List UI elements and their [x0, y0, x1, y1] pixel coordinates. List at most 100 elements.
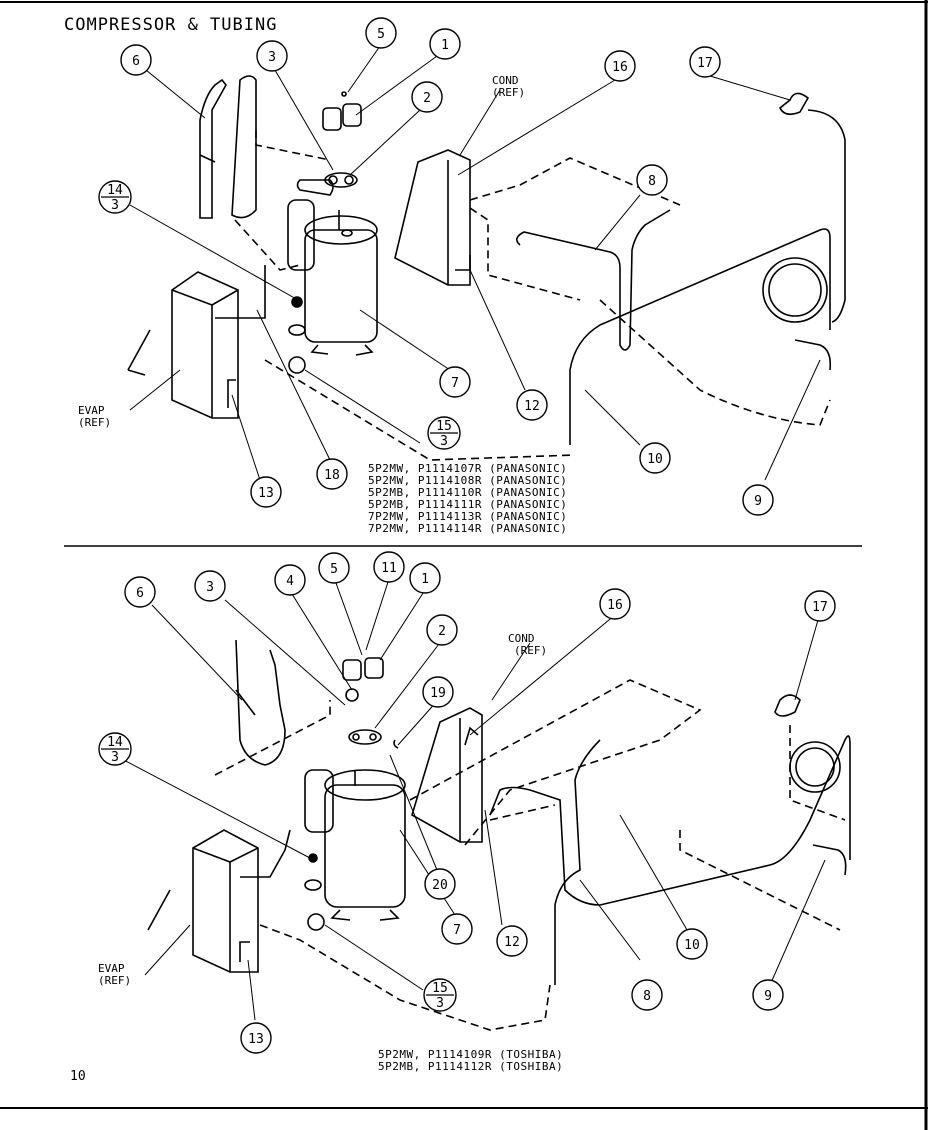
bottom-cond-label-line1: COND	[508, 632, 535, 645]
svg-text:9: 9	[754, 494, 762, 509]
top-callout-3: 3	[256, 40, 288, 72]
svg-text:1: 1	[441, 38, 449, 53]
svg-text:3: 3	[436, 996, 444, 1011]
top-callout-12: 12	[516, 389, 548, 421]
svg-text:14: 14	[107, 183, 123, 198]
svg-text:15: 15	[432, 981, 448, 996]
top-callout-14-over-3: 14 3	[98, 180, 132, 214]
top-evap-label-line1: EVAP	[78, 404, 105, 417]
svg-text:16: 16	[607, 598, 623, 613]
svg-text:6: 6	[132, 54, 140, 69]
top-callout-2: 2	[411, 81, 443, 113]
svg-text:3: 3	[268, 50, 276, 65]
top-model-line: 5P2MB, P1114111R (PANASONIC)	[368, 498, 567, 511]
bottom-evap-label-line1: EVAP	[98, 962, 125, 975]
bottom-callout-2: 2	[426, 614, 458, 646]
top-callout-8: 8	[636, 164, 668, 196]
top-callout-16: 16	[604, 50, 636, 82]
top-callout-1: 1	[429, 28, 461, 60]
svg-text:1: 1	[421, 572, 429, 587]
svg-text:12: 12	[504, 935, 520, 950]
compressor-body	[324, 784, 406, 908]
svg-text:3: 3	[111, 750, 119, 765]
bottom-evap-label-line2: (REF)	[98, 974, 131, 987]
svg-text:15: 15	[436, 419, 452, 434]
top-cond-label-line1: COND	[492, 74, 519, 87]
svg-text:18: 18	[324, 468, 340, 483]
top-callout-13: 13	[250, 476, 282, 508]
top-model-line: 5P2MB, P1114110R (PANASONIC)	[368, 486, 567, 499]
svg-text:6: 6	[136, 586, 144, 601]
top-evap-label-line2: (REF)	[78, 416, 111, 429]
bottom-callout-12: 12	[496, 925, 528, 957]
top-exploded-diagram	[127, 45, 846, 481]
bottom-callout-13: 13	[240, 1022, 272, 1054]
bottom-callout-5: 5	[318, 552, 350, 584]
page-number: 10	[70, 1069, 86, 1084]
svg-text:16: 16	[612, 60, 628, 75]
svg-text:19: 19	[430, 686, 446, 701]
bottom-model-line: 5P2MB, P1114112R (TOSHIBA)	[378, 1060, 563, 1073]
bottom-callout-3: 3	[194, 570, 226, 602]
svg-text:11: 11	[381, 561, 397, 576]
bottom-callout-17: 17	[804, 590, 836, 622]
bottom-model-list: 5P2MW, P1114109R (TOSHIBA) 5P2MB, P11141…	[378, 1048, 563, 1073]
bottom-callout-19: 19	[422, 676, 454, 708]
bottom-callout-20: 20	[424, 868, 456, 900]
svg-text:17: 17	[812, 600, 828, 615]
svg-text:14: 14	[107, 735, 123, 750]
top-callout-6: 6	[120, 44, 152, 76]
svg-text:10: 10	[647, 452, 663, 467]
svg-text:3: 3	[111, 198, 119, 213]
top-callout-18: 18	[316, 458, 348, 490]
bottom-callout-14-over-3: 14 3	[98, 732, 132, 766]
bottom-callout-8: 8	[631, 979, 663, 1011]
top-model-line: 5P2MW, P1114108R (PANASONIC)	[368, 474, 567, 487]
top-callout-10: 10	[639, 442, 671, 474]
bottom-callout-4: 4	[274, 564, 306, 596]
svg-text:10: 10	[684, 938, 700, 953]
bottom-callout-9: 9	[752, 979, 784, 1011]
svg-text:2: 2	[423, 91, 431, 106]
top-callout-17: 17	[689, 46, 721, 78]
svg-text:17: 17	[697, 56, 713, 71]
bottom-callout-1: 1	[409, 562, 441, 594]
top-callout-7: 7	[439, 366, 471, 398]
svg-text:7: 7	[451, 376, 459, 391]
svg-text:9: 9	[764, 989, 772, 1004]
bottom-callout-11: 11	[373, 551, 405, 583]
svg-text:5: 5	[330, 562, 338, 577]
svg-text:7: 7	[453, 923, 461, 938]
top-callout-5: 5	[365, 17, 397, 49]
compressor-body	[304, 229, 378, 343]
svg-text:20: 20	[432, 878, 448, 893]
svg-text:12: 12	[524, 399, 540, 414]
svg-text:8: 8	[648, 174, 656, 189]
bottom-callout-16: 16	[599, 588, 631, 620]
bottom-model-line: 5P2MW, P1114109R (TOSHIBA)	[378, 1048, 563, 1061]
svg-text:4: 4	[286, 574, 294, 589]
bottom-callout-10: 10	[676, 928, 708, 960]
svg-text:3: 3	[206, 580, 214, 595]
bottom-callout-6: 6	[124, 576, 156, 608]
top-callout-9: 9	[742, 484, 774, 516]
top-callout-15-over-3: 15 3	[427, 416, 461, 450]
svg-text:2: 2	[438, 624, 446, 639]
svg-text:8: 8	[643, 989, 651, 1004]
svg-text:5: 5	[377, 27, 385, 42]
page-title: COMPRESSOR & TUBING	[64, 15, 277, 35]
top-model-list: 5P2MW, P1114107R (PANASONIC) 5P2MW, P111…	[368, 462, 567, 535]
bottom-callout-15-over-3: 15 3	[423, 978, 457, 1012]
svg-text:13: 13	[258, 486, 274, 501]
bottom-cond-label-line2: (REF)	[514, 644, 547, 657]
svg-text:13: 13	[248, 1032, 264, 1047]
bottom-callout-7: 7	[441, 913, 473, 945]
top-model-line: 7P2MW, P1114113R (PANASONIC)	[368, 510, 567, 523]
bottom-exploded-diagram	[117, 581, 851, 1031]
top-model-line: 7P2MW, P1114114R (PANASONIC)	[368, 522, 567, 535]
top-cond-label-line2: (REF)	[492, 86, 525, 99]
tube-6-shape	[199, 78, 227, 219]
svg-text:3: 3	[440, 434, 448, 449]
top-model-line: 5P2MW, P1114107R (PANASONIC)	[368, 462, 567, 475]
